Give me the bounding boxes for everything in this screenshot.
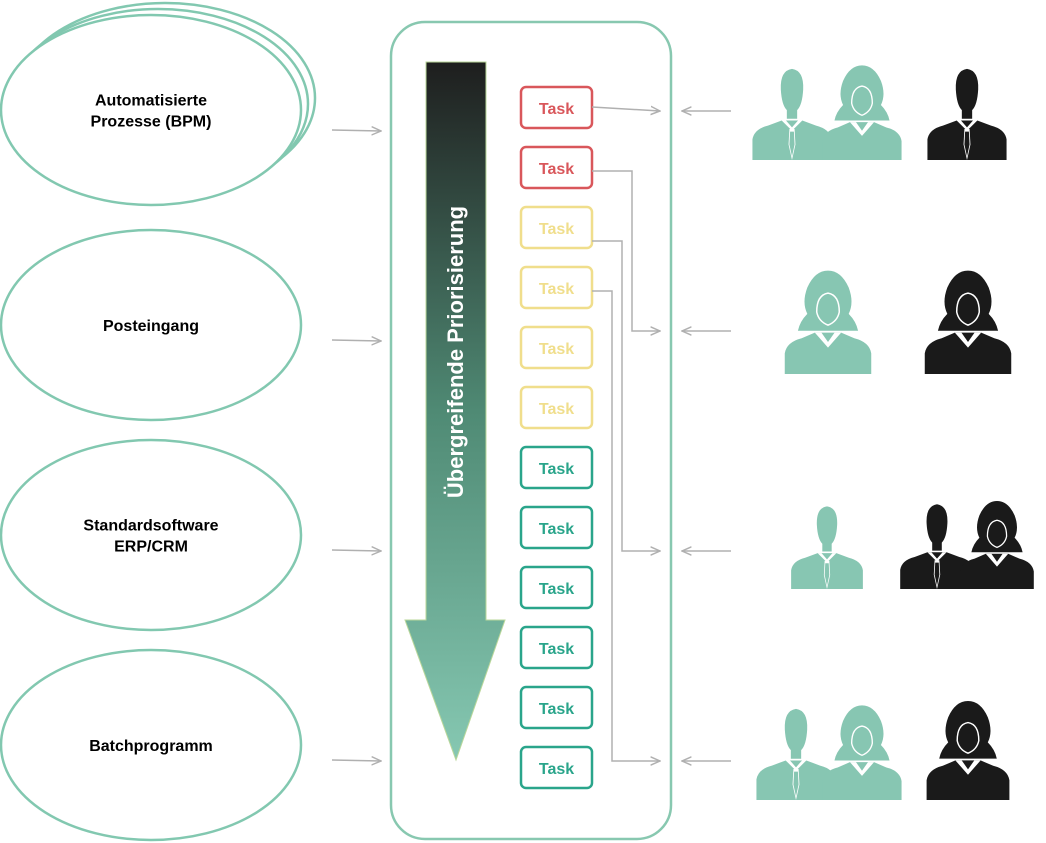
task-label: Task	[539, 581, 574, 598]
task-box	[519, 505, 594, 550]
user-group-1	[752, 65, 1007, 160]
task-item[interactable]: Task	[519, 625, 594, 670]
user-group-3	[791, 501, 1034, 589]
task-item[interactable]: Task	[519, 505, 594, 550]
task-label: Task	[539, 161, 574, 178]
source-ellipse	[0, 438, 303, 632]
task-connector	[592, 240, 660, 551]
male-user-icon	[756, 708, 836, 800]
task-box	[519, 625, 594, 670]
task-label: Task	[539, 701, 574, 718]
source-arrow	[331, 550, 381, 551]
source-arrow	[331, 340, 381, 341]
task-connector	[591, 107, 660, 111]
female-user-icon	[822, 705, 902, 800]
source-ellipse	[0, 13, 303, 207]
user-groups-column	[752, 65, 1034, 800]
task-box	[519, 445, 594, 490]
female-user-icon	[926, 701, 1010, 800]
source-label: Posteingang	[103, 318, 199, 335]
task-item[interactable]: Task	[519, 265, 594, 310]
task-item[interactable]: Task	[519, 445, 594, 490]
task-label: Task	[539, 761, 574, 778]
user-group-2	[784, 270, 1012, 374]
task-box	[519, 265, 594, 310]
priority-arrow: Übergreifende Priorisierung	[404, 61, 506, 762]
source-arrow	[331, 130, 381, 131]
task-item[interactable]: Task	[519, 205, 594, 250]
task-box	[519, 145, 594, 190]
task-item[interactable]: Task	[519, 745, 594, 790]
source-arrow	[331, 760, 381, 761]
source-label: Automatisierte	[95, 93, 207, 110]
task-item[interactable]: Task	[519, 145, 594, 190]
male-user-icon	[791, 506, 863, 589]
source-2: Posteingang	[0, 228, 303, 422]
user-group-arrows	[682, 111, 731, 761]
task-label: Task	[539, 221, 574, 238]
task-label: Task	[539, 401, 574, 418]
female-user-icon	[822, 65, 902, 160]
task-connector	[592, 290, 660, 761]
source-arrows	[331, 130, 381, 761]
task-item[interactable]: Task	[519, 85, 594, 130]
male-user-icon	[900, 504, 974, 589]
source-ellipse	[0, 228, 303, 422]
task-box	[519, 325, 594, 370]
task-box	[519, 385, 594, 430]
task-box	[519, 205, 594, 250]
male-user-icon	[752, 68, 832, 160]
task-item[interactable]: Task	[519, 685, 594, 730]
source-4: Batchprogramm	[0, 648, 303, 842]
female-user-icon	[784, 270, 872, 374]
task-label: Task	[539, 341, 574, 358]
task-item[interactable]: Task	[519, 565, 594, 610]
task-label: Task	[539, 461, 574, 478]
male-user-icon	[927, 68, 1007, 160]
source-label: Batchprogramm	[89, 738, 213, 755]
source-label: Prozesse (BPM)	[91, 114, 212, 131]
source-ellipse	[0, 648, 303, 842]
task-label: Task	[539, 521, 574, 538]
female-user-icon	[960, 501, 1034, 589]
task-label: Task	[539, 641, 574, 658]
task-connectors	[591, 107, 660, 761]
female-user-icon	[924, 270, 1012, 374]
task-box	[519, 685, 594, 730]
task-label: Task	[539, 101, 574, 118]
task-item[interactable]: Task	[519, 325, 594, 370]
task-box	[519, 745, 594, 790]
priority-label: Übergreifende Priorisierung	[443, 206, 468, 498]
task-item[interactable]: Task	[519, 385, 594, 430]
source-label: Standardsoftware	[83, 518, 218, 535]
task-label: Task	[539, 281, 574, 298]
task-connector	[592, 170, 660, 331]
source-label: ERP/CRM	[114, 539, 188, 556]
task-box	[519, 565, 594, 610]
user-group-4	[756, 701, 1010, 800]
